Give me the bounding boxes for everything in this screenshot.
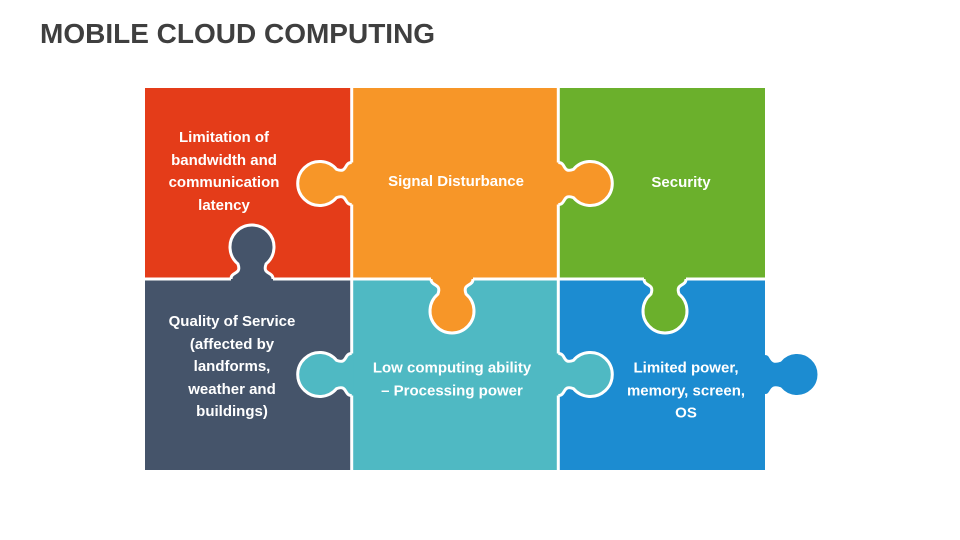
piece-outlines: [145, 88, 821, 470]
label-line: Signal Disturbance: [388, 172, 524, 190]
label-line: bandwidth and: [171, 151, 277, 169]
tab-blue-outward: [761, 351, 821, 398]
label-limited-power: Limited power, memory, screen, OS: [627, 357, 745, 425]
label-line: Limited power,: [633, 359, 739, 377]
label-line: landforms,: [193, 357, 271, 375]
label-low-computing: Low computing ability – Processing power: [373, 358, 531, 403]
label-bandwidth-limitation: Limitation of bandwidth and communicatio…: [169, 127, 280, 217]
tab-teal-into-dark: [296, 351, 356, 398]
label-line: Low computing ability: [372, 359, 532, 377]
label-line: buildings): [196, 402, 268, 420]
label-line: Security: [651, 173, 711, 191]
label-line: Limitation of: [178, 129, 269, 146]
label-line: – Processing power: [381, 382, 523, 399]
tab-orange-into-red: [296, 160, 356, 207]
tab-orange-into-green: [554, 160, 614, 207]
tab-orange-into-teal: [428, 275, 476, 335]
label-line: (affected by: [189, 335, 275, 353]
tab-dark-into-red: [228, 223, 276, 283]
label-line: OS: [675, 404, 697, 422]
label-security: Security: [651, 172, 710, 195]
label-line: weather and: [188, 380, 276, 398]
label-line: communication: [168, 174, 280, 191]
slide-title: MOBILE CLOUD COMPUTING: [40, 18, 436, 49]
label-line: latency: [198, 196, 250, 214]
tab-green-into-blue: [641, 275, 689, 335]
label-line: memory, screen,: [626, 381, 746, 399]
label-signal-disturbance: Signal Disturbance: [388, 171, 524, 194]
label-quality-of-service: Quality of Service (affected by landform…: [169, 311, 296, 424]
tab-teal-into-blue: [554, 351, 614, 398]
label-line: Quality of Service: [168, 312, 296, 330]
puzzle-piece-signal-disturbance: [351, 88, 559, 279]
